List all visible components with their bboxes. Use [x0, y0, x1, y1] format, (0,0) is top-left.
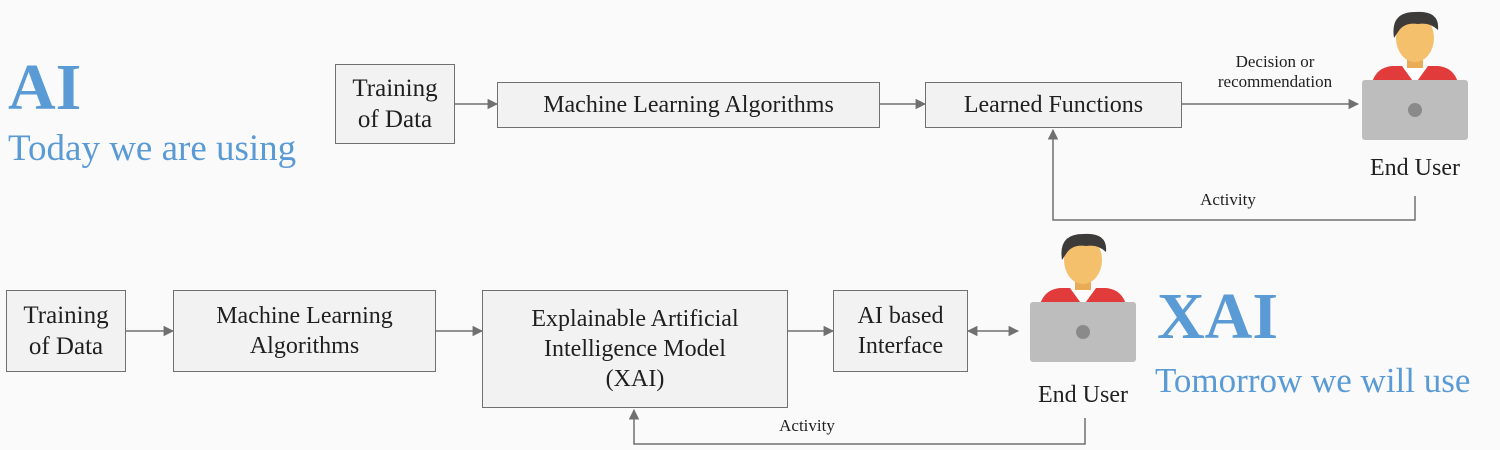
ai-interface-box: AI based Interface	[833, 290, 968, 372]
xai-model-box: Explainable Artificial Intelligence Mode…	[482, 290, 788, 408]
end-user-label-top: End User	[1370, 155, 1460, 181]
ml-algorithms-box-bottom: Machine Learning Algorithms	[173, 290, 436, 372]
xai-subheading: Tomorrow we will use	[1155, 361, 1471, 400]
learned-functions-box: Learned Functions	[925, 82, 1182, 128]
activity-feedback-bottom	[628, 408, 1086, 445]
end-user-icon	[1030, 233, 1136, 362]
ai-subheading: Today we are using	[8, 128, 297, 169]
training-data-box-bottom: Training of Data	[6, 290, 126, 372]
xai-heading: XAI	[1157, 280, 1279, 353]
end-user-icon	[1362, 11, 1468, 140]
activity-label-bottom: Activity	[779, 416, 835, 435]
end-user-label-bottom: End User	[1038, 382, 1128, 408]
decision-label: Decision or recommendation	[1217, 52, 1333, 92]
ai-heading: AI	[8, 51, 82, 124]
training-data-box: Training of Data	[335, 64, 455, 144]
ml-algorithms-box: Machine Learning Algorithms	[497, 82, 880, 128]
activity-feedback-top	[1047, 128, 1416, 221]
activity-label-top: Activity	[1200, 190, 1256, 209]
